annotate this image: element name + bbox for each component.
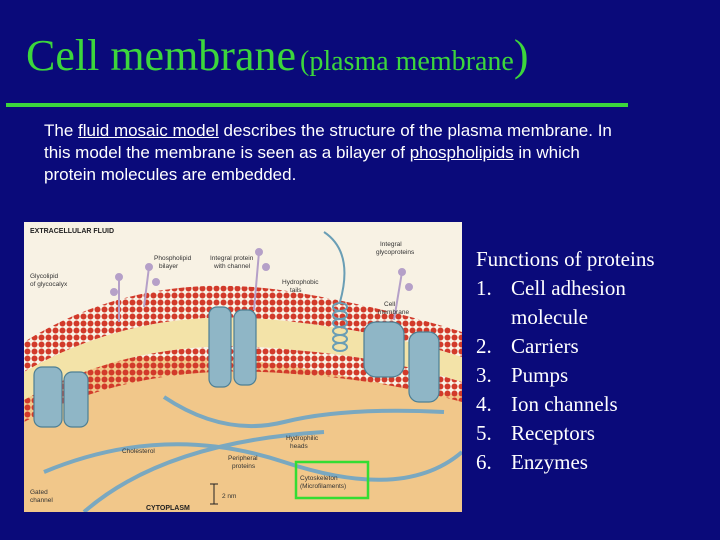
slide-title: Cell membrane (plasma membrane) — [26, 30, 528, 81]
protein-functions-panel: Functions of proteins 1. Cell adhesion mo… — [476, 245, 716, 477]
label-gated-2: channel — [30, 497, 53, 504]
label-hydrophobic-1: Hydrophobic — [282, 279, 319, 286]
label-gated-1: Gated — [30, 489, 48, 496]
title-underline — [6, 103, 628, 107]
list-item: 4. Ion channels — [476, 390, 716, 419]
label-cytoskeleton-1: Cytoskeleton — [300, 475, 338, 482]
label-cytoskeleton-2: (Microfilaments) — [300, 483, 346, 490]
title-close: ) — [513, 31, 529, 80]
label-cytoplasm: CYTOPLASM — [146, 505, 190, 512]
membrane-proteins — [33, 306, 440, 428]
label-phospholipid-1: Phospholipid — [154, 255, 192, 262]
glycocalyx — [110, 248, 413, 322]
functions-list: 1. Cell adhesion molecule 2. Carriers 3. Pu… — [476, 274, 716, 477]
label-integral-channel-1: Integral protein — [210, 255, 254, 262]
label-phospholipid-2: bilayer — [159, 263, 179, 270]
label-cell-membrane-1: Cell — [384, 301, 396, 308]
intro-text-2: describes the structure of the plasma me… — [44, 121, 612, 162]
cytoskeleton-highlight-box — [294, 460, 370, 500]
label-integral-glyco-2: glycoproteins — [376, 249, 415, 256]
label-peripheral-2: proteins — [232, 463, 256, 470]
label-extracellular: EXTRACELLULAR FLUID — [30, 228, 114, 235]
item-number — [476, 303, 511, 332]
microfilaments — [43, 395, 462, 512]
item-text: Pumps — [511, 363, 569, 387]
label-glycolipid-1: Glycolipid — [30, 273, 59, 280]
label-hydrophobic-2: tails — [290, 287, 302, 294]
label-integral-channel-2: with channel — [213, 263, 251, 270]
item-number: 4. — [476, 392, 492, 416]
label-hydrophilic-2: heads — [290, 443, 308, 450]
membrane-illustration: EXTRACELLULAR FLUID Glycolipid of glycoc… — [24, 222, 462, 512]
intro-text-3: in which protein molecules are embedded. — [44, 143, 580, 184]
title-main: Cell membrane — [26, 31, 297, 80]
transmembrane-helix — [323, 231, 348, 352]
intro-term-phospholipids: phospholipids — [409, 143, 514, 162]
cytoplasm-region — [24, 357, 462, 512]
label-glycolipid-2: of glycocalyx — [30, 281, 68, 288]
item-number: 3. — [476, 363, 492, 387]
label-scale: 2 nm — [222, 493, 236, 500]
list-item: 2. Carriers — [476, 332, 716, 361]
intro-term-fluid-mosaic: fluid mosaic model — [78, 121, 219, 140]
inner-heads — [24, 346, 462, 422]
hydrophobic-core — [24, 317, 462, 400]
label-peripheral-1: Peripheral — [228, 455, 258, 462]
item-number: 2. — [476, 334, 492, 358]
list-item: 1. Cell adhesion — [476, 274, 716, 303]
label-cell-membrane-2: membrane — [378, 309, 409, 316]
scale-bar — [210, 483, 218, 505]
item-number: 6. — [476, 450, 492, 474]
item-text: Enzymes — [511, 450, 588, 474]
label-hydrophilic-1: Hydrophilic — [286, 435, 319, 442]
label-cholesterol: Cholesterol — [122, 448, 155, 455]
item-text: Receptors — [511, 421, 595, 445]
outer-heads — [24, 285, 462, 372]
item-text: Carriers — [511, 334, 579, 358]
item-number: 1. — [476, 276, 492, 300]
title-sub: (plasma membrane — [300, 46, 514, 77]
intro-paragraph: The fluid mosaic model describes the str… — [44, 120, 634, 186]
item-text: Ion channels — [511, 392, 618, 416]
item-text: Cell adhesion — [511, 276, 626, 300]
list-item: 5. Receptors — [476, 419, 716, 448]
list-item: 3. Pumps — [476, 361, 716, 390]
functions-heading: Functions of proteins — [476, 247, 655, 271]
intro-text-1: The — [44, 121, 79, 140]
list-item: molecule — [476, 303, 716, 332]
label-integral-glyco-1: Integral — [380, 241, 402, 248]
item-number: 5. — [476, 421, 492, 445]
membrane-diagram: EXTRACELLULAR FLUID Glycolipid of glycoc… — [24, 222, 462, 512]
list-item: 6. Enzymes — [476, 448, 716, 477]
item-text: molecule — [511, 305, 588, 329]
